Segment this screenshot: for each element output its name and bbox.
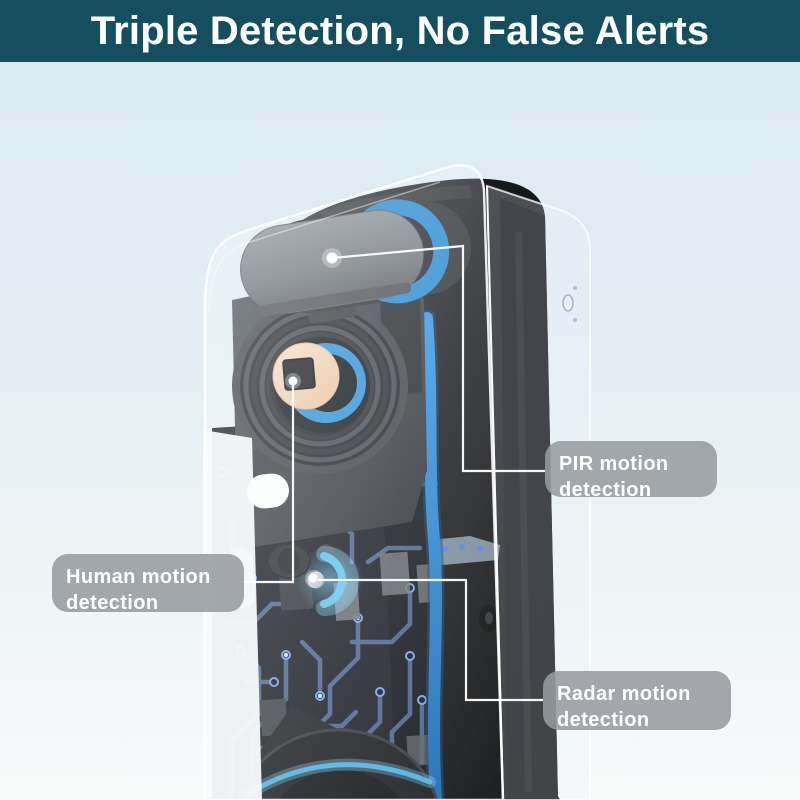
callout-radar-motion-detection: Radar motion detection <box>543 671 731 731</box>
glass-shell <box>203 164 591 800</box>
radar-leader-line <box>318 578 543 702</box>
human-leader-line <box>242 383 295 584</box>
pir-leader-line <box>331 244 545 473</box>
title-banner: Triple Detection, No False Alerts <box>0 0 800 62</box>
leader-dots <box>285 248 342 588</box>
callout-label: PIR motion detection <box>559 453 669 501</box>
callout-label: Human motion detection <box>66 566 211 614</box>
leader-lines <box>242 244 545 702</box>
callout-human-motion-detection: Human motion detection <box>52 554 244 614</box>
callout-label: Radar motion detection <box>557 683 691 731</box>
callout-pir-motion-detection: PIR motion detection <box>545 441 717 501</box>
page-title: Triple Detection, No False Alerts <box>90 8 710 53</box>
